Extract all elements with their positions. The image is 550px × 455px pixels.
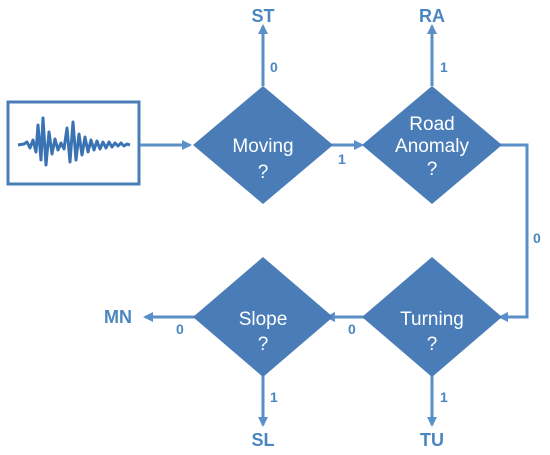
output-st: ST [251, 6, 274, 26]
output-ra: RA [419, 6, 445, 26]
output-tu: TU [420, 430, 444, 450]
decision-slope-question: ? [258, 334, 269, 355]
decision-road-label-2: Anomaly [395, 136, 469, 157]
decision-turning-label: Turning [400, 309, 464, 330]
edge-label-turning-slope: 0 [348, 321, 356, 337]
edge-label-turning-tu: 1 [440, 389, 448, 405]
edge-road-to-turning [490, 143, 529, 322]
edge-label-road-turning: 0 [533, 230, 541, 246]
decision-turning: Turning ? [362, 257, 502, 377]
decision-moving-label: Moving [232, 136, 293, 157]
edge-label-moving-road: 1 [338, 151, 346, 167]
output-mn: MN [104, 307, 132, 327]
decision-moving: Moving ? [193, 86, 333, 204]
decision-road-label: Road [409, 114, 454, 135]
decision-slope-label: Slope [239, 309, 288, 330]
edge-label-slope-mn: 0 [176, 321, 184, 337]
edge-label-slope-sl: 1 [270, 389, 278, 405]
decision-turning-question: ? [427, 334, 438, 355]
decision-slope: Slope ? [193, 257, 333, 377]
decision-moving-question: ? [258, 162, 269, 183]
decision-road-question: ? [427, 159, 438, 180]
output-sl: SL [251, 430, 274, 450]
edge-label-moving-st: 0 [270, 59, 278, 75]
signal-waveform-icon [17, 116, 131, 167]
input-signal-box [6, 100, 141, 186]
decision-road-anomaly: Road Anomaly ? [362, 86, 502, 204]
edge-label-road-ra: 1 [440, 59, 448, 75]
